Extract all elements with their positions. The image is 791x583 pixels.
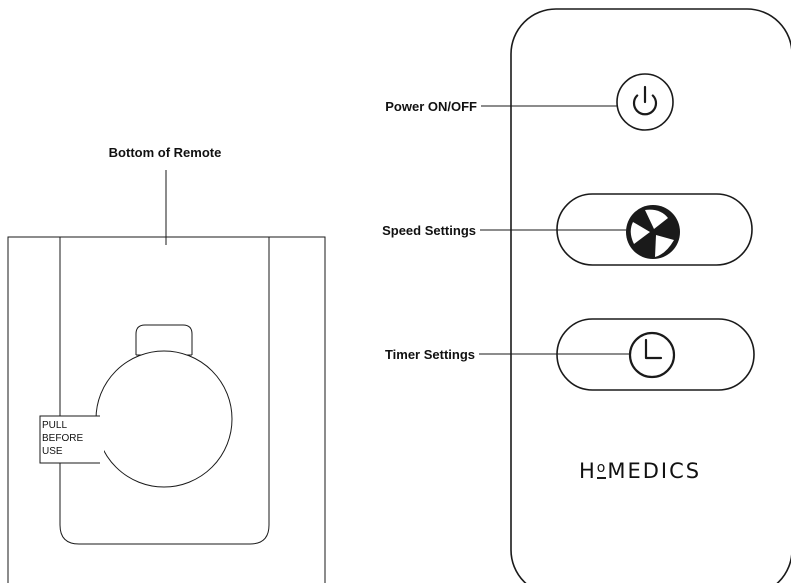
power-button[interactable]	[616, 73, 674, 131]
remote-front-view: Power ON/OFF Speed Settings Timer Settin…	[382, 8, 791, 583]
pull-tab-outline	[39, 415, 100, 464]
fan-icon	[626, 205, 680, 259]
pull-tab-line1: PULL	[42, 420, 67, 431]
remote-bottom-view: Bottom of Remote PULL BEFORE USE	[7, 145, 326, 583]
battery-compartment-cover	[59, 237, 270, 545]
power-label: Power ON/OFF	[385, 99, 477, 114]
pull-tab-line3: USE	[42, 446, 63, 457]
brand-rest: MEDICS	[607, 459, 701, 483]
battery-body	[95, 350, 233, 488]
pull-tab[interactable]: PULL BEFORE USE	[39, 415, 104, 464]
bottom-of-remote-label: Bottom of Remote	[109, 145, 222, 160]
remote-housing-outline	[7, 236, 326, 583]
speed-button[interactable]	[556, 193, 753, 266]
battery-terminal	[135, 324, 193, 355]
power-icon	[632, 85, 658, 116]
coin-battery	[95, 324, 233, 488]
clock-icon	[628, 331, 676, 379]
homedics-logo: HoMEDICS	[579, 459, 701, 483]
svg-text:HoMEDICS: HoMEDICS	[579, 459, 701, 483]
timer-label: Timer Settings	[385, 347, 475, 362]
pull-tab-line2: BEFORE	[42, 433, 83, 444]
brand-letter-h: H	[579, 459, 597, 483]
brand-letter-o: o	[597, 460, 608, 476]
speed-label: Speed Settings	[382, 223, 476, 238]
remote-body	[510, 8, 791, 583]
